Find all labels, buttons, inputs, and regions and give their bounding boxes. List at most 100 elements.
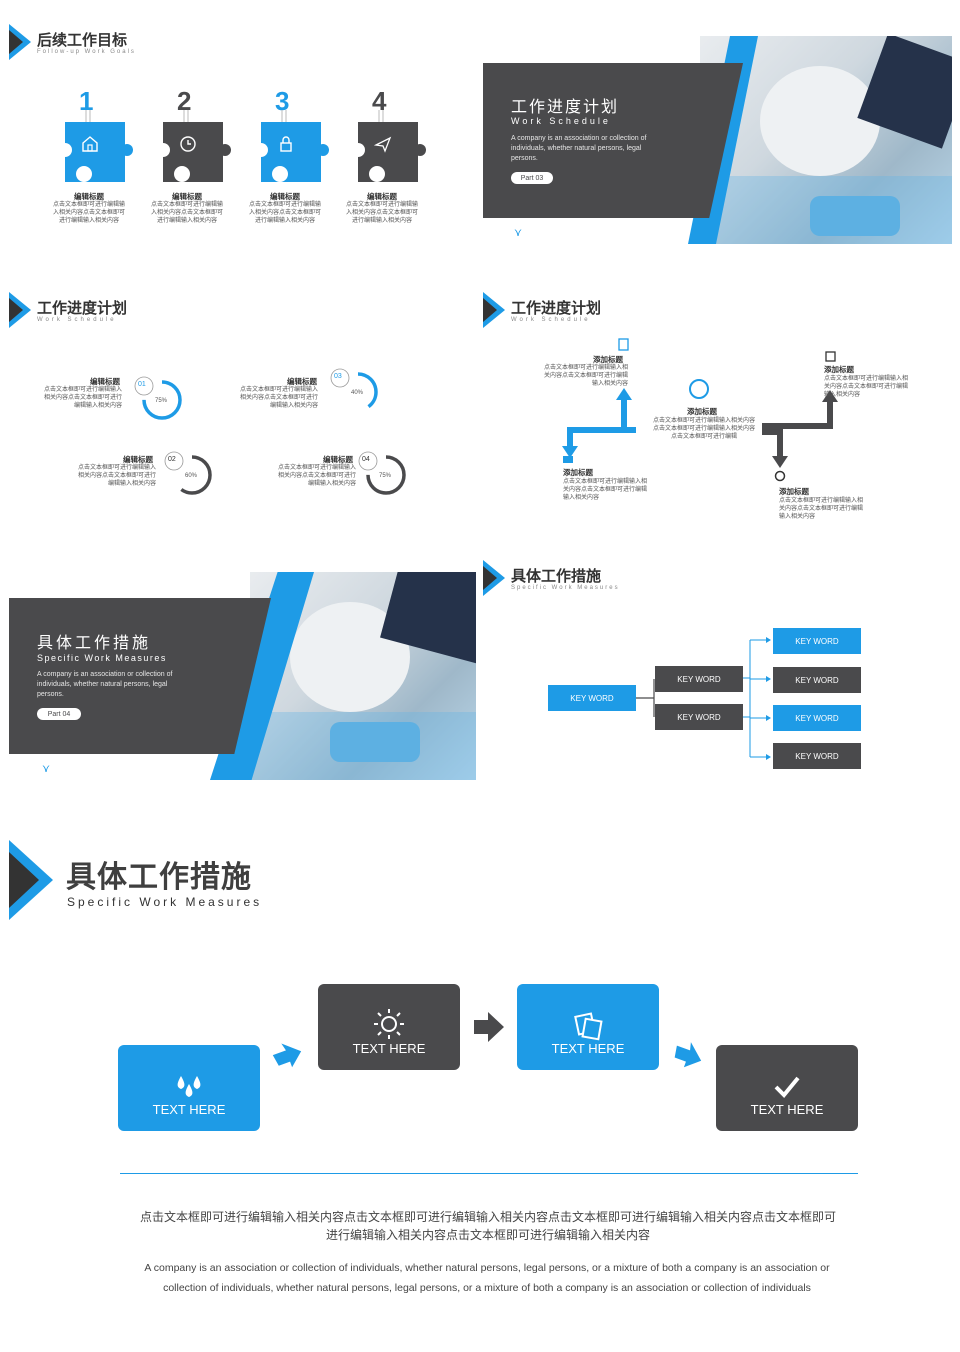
progress-ring [330, 368, 378, 412]
puzzle-piece [161, 110, 231, 182]
section-title: 具体工作措施 [66, 861, 252, 894]
register-icon [563, 456, 573, 463]
ring-percent: 75% [379, 473, 392, 479]
puzzle-text: 点击文本框即可进行编辑输入相关内容点击文本框即可进行编辑输入相关内容 [248, 202, 321, 224]
section-title: 具体工作措施 [511, 568, 602, 585]
bottom-right-text: 点击文本框即可进行编辑输入相关内容点击文本框即可进行编辑输入相关内容 [779, 498, 864, 520]
ring-number: 01 [138, 381, 146, 388]
lock-icon [280, 136, 292, 152]
scroll-icon [618, 338, 629, 351]
top-right-heading: 添加标题 [824, 365, 854, 374]
progress-ring [134, 376, 182, 420]
power-icon [774, 470, 786, 482]
bottom-left-text: 点击文本框即可进行编辑输入相关内容点击文本框即可进行编辑输入相关内容 [563, 479, 648, 501]
leaf-keyword: KEY WORD [773, 628, 861, 654]
ring-text: 点击文本框即可进行编辑输入相关内容点击文本框即可进行编辑输入相关内容 [239, 387, 318, 409]
step-3: TEXT HERE [517, 984, 659, 1070]
puzzle-number: 1 [79, 86, 94, 116]
flow-arrows [562, 338, 838, 482]
divider [120, 1173, 858, 1174]
upload-icon [825, 351, 836, 362]
step-label: TEXT HERE [750, 1102, 824, 1117]
step-label: TEXT HERE [152, 1102, 226, 1117]
cards-icon [574, 1012, 603, 1041]
puzzle-piece [63, 110, 133, 182]
arrow-up-right [762, 400, 833, 429]
dark-panel [483, 63, 743, 218]
part-badge: Part 03 [511, 172, 553, 184]
bottom-left-heading: 添加标题 [563, 468, 593, 477]
puzzle-number: 2 [177, 86, 192, 116]
puzzle-text: 点击文本框即可进行编辑输入相关内容点击文本框即可进行编辑输入相关内容 [52, 202, 125, 224]
step-arrow-2 [474, 1012, 504, 1042]
progress-ring [358, 451, 406, 495]
puzzle-heading: 编辑标题 [74, 192, 104, 201]
leaf-keyword: KEY WORD [773, 705, 861, 731]
step-label: TEXT HERE [352, 1041, 426, 1056]
home-icon [82, 136, 98, 152]
puzzle-heading: 编辑标题 [367, 192, 397, 201]
english-paragraph: A company is an association or collectio… [144, 1262, 830, 1294]
ring-text: 点击文本框即可进行编辑输入相关内容点击文本框即可进行编辑输入相关内容 [77, 465, 156, 487]
leaf-keyword: KEY WORD [773, 667, 861, 693]
step-2: TEXT HERE [318, 984, 460, 1070]
puzzle-number: 3 [275, 86, 290, 116]
progress-ring [164, 451, 212, 495]
part-badge: Part 04 [37, 708, 81, 720]
section-subtitle: Work Schedule [511, 317, 591, 323]
panel-title: 工作进度计划 [511, 99, 620, 116]
top-left-heading: 添加标题 [593, 355, 623, 364]
section-title: 工作进度计划 [37, 300, 128, 317]
ring-heading: 编辑标题 [287, 377, 317, 386]
panel-subtitle: Work Schedule [511, 116, 611, 126]
section-subtitle: Follow-up Work Goals [37, 49, 136, 55]
panel-title: 具体工作措施 [37, 635, 152, 652]
top-left-text: 点击文本框即可进行编辑输入相关内容点击文本框即可进行编辑输入相关内容 [543, 365, 628, 387]
step-arrow-3 [674, 1042, 702, 1068]
section-subtitle: Specific Work Measures [67, 895, 263, 909]
ring-text: 点击文本框即可进行编辑输入相关内容点击文本框即可进行编辑输入相关内容 [43, 387, 122, 409]
ring-percent: 60% [185, 473, 198, 479]
water-drops-icon [177, 1076, 201, 1097]
logo-icon: ⋎ [514, 227, 523, 239]
sun-icon [374, 1009, 404, 1039]
section-subtitle: Specific Work Measures [511, 585, 620, 591]
arrow-up-left [621, 398, 636, 433]
section-title: 工作进度计划 [511, 300, 602, 317]
send-icon [373, 136, 392, 153]
ring-percent: 75% [155, 398, 168, 404]
puzzle-piece [259, 110, 329, 182]
section-title: 后续工作目标 [37, 32, 128, 49]
ring-heading: 编辑标题 [123, 455, 153, 464]
ring-number: 03 [334, 373, 342, 380]
panel-description: A company is an association or collectio… [37, 671, 173, 698]
mid-keyword: KEY WORD [655, 666, 743, 692]
puzzle-number: 4 [372, 86, 387, 116]
puzzle-heading: 编辑标题 [270, 192, 300, 201]
globe-icon [689, 379, 709, 399]
puzzle-text: 点击文本框即可进行编辑输入相关内容点击文本框即可进行编辑输入相关内容 [345, 202, 418, 224]
arrow-down-right [762, 429, 783, 458]
checkmark-icon [774, 1076, 800, 1098]
ring-percent: 40% [351, 390, 364, 396]
section-subtitle: Work Schedule [37, 317, 117, 323]
center-heading: 添加标题 [687, 407, 717, 416]
leaf-keyword: KEY WORD [773, 743, 861, 769]
panel-subtitle: Specific Work Measures [37, 653, 167, 663]
step-label: TEXT HERE [551, 1041, 625, 1056]
step-arrow-1 [272, 1043, 302, 1068]
ring-heading: 编辑标题 [323, 455, 353, 464]
arrow-down-left [567, 427, 636, 448]
ring-number: 04 [362, 456, 370, 463]
clock-icon [180, 136, 196, 152]
photo-panel [250, 572, 476, 780]
puzzle-text: 点击文本框即可进行编辑输入相关内容点击文本框即可进行编辑输入相关内容 [150, 202, 223, 224]
top-right-text: 点击文本框即可进行编辑输入相关内容点击文本框即可进行编辑输入相关内容 [824, 376, 909, 398]
chinese-paragraph: 点击文本框即可进行编辑输入相关内容点击文本框即可进行编辑输入相关内容点击文本框即… [140, 1210, 837, 1242]
ring-text: 点击文本框即可进行编辑输入相关内容点击文本框即可进行编辑输入相关内容 [277, 465, 356, 487]
puzzle-piece [356, 110, 426, 182]
root-keyword: KEY WORD [548, 685, 636, 711]
center-text: 点击文本框即可进行编辑输入相关内容点击文本框即可进行编辑输入相关内容点击文本框即… [652, 418, 755, 440]
tree-connectors [636, 637, 771, 760]
puzzle-heading: 编辑标题 [172, 192, 202, 201]
